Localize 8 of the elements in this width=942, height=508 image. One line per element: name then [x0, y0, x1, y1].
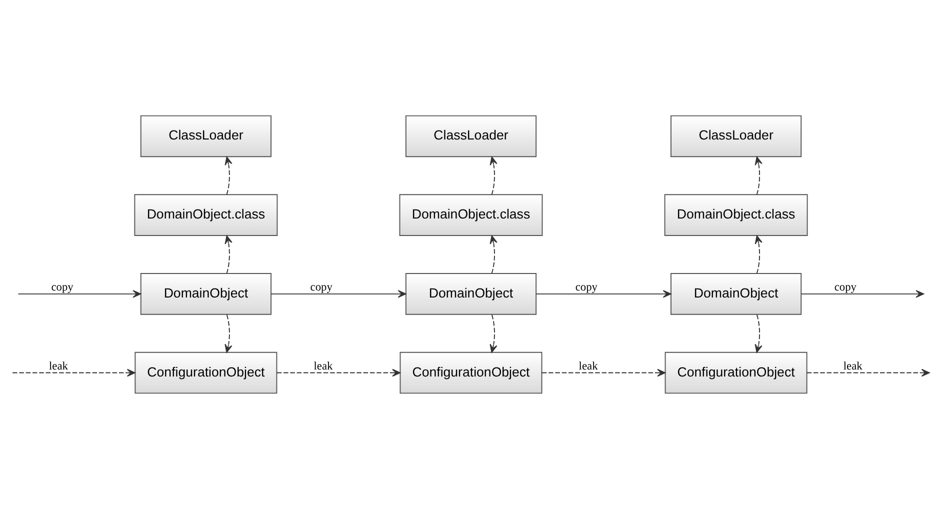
- edge-label: copy: [575, 281, 598, 294]
- edge-label: leak: [49, 360, 68, 372]
- edge-label: copy: [834, 281, 857, 294]
- edge-label: copy: [51, 281, 74, 294]
- edge-label: leak: [843, 360, 862, 372]
- edge-label: copy: [310, 281, 332, 294]
- edge-label: leak: [578, 360, 598, 372]
- edge-label: leak: [314, 360, 333, 372]
